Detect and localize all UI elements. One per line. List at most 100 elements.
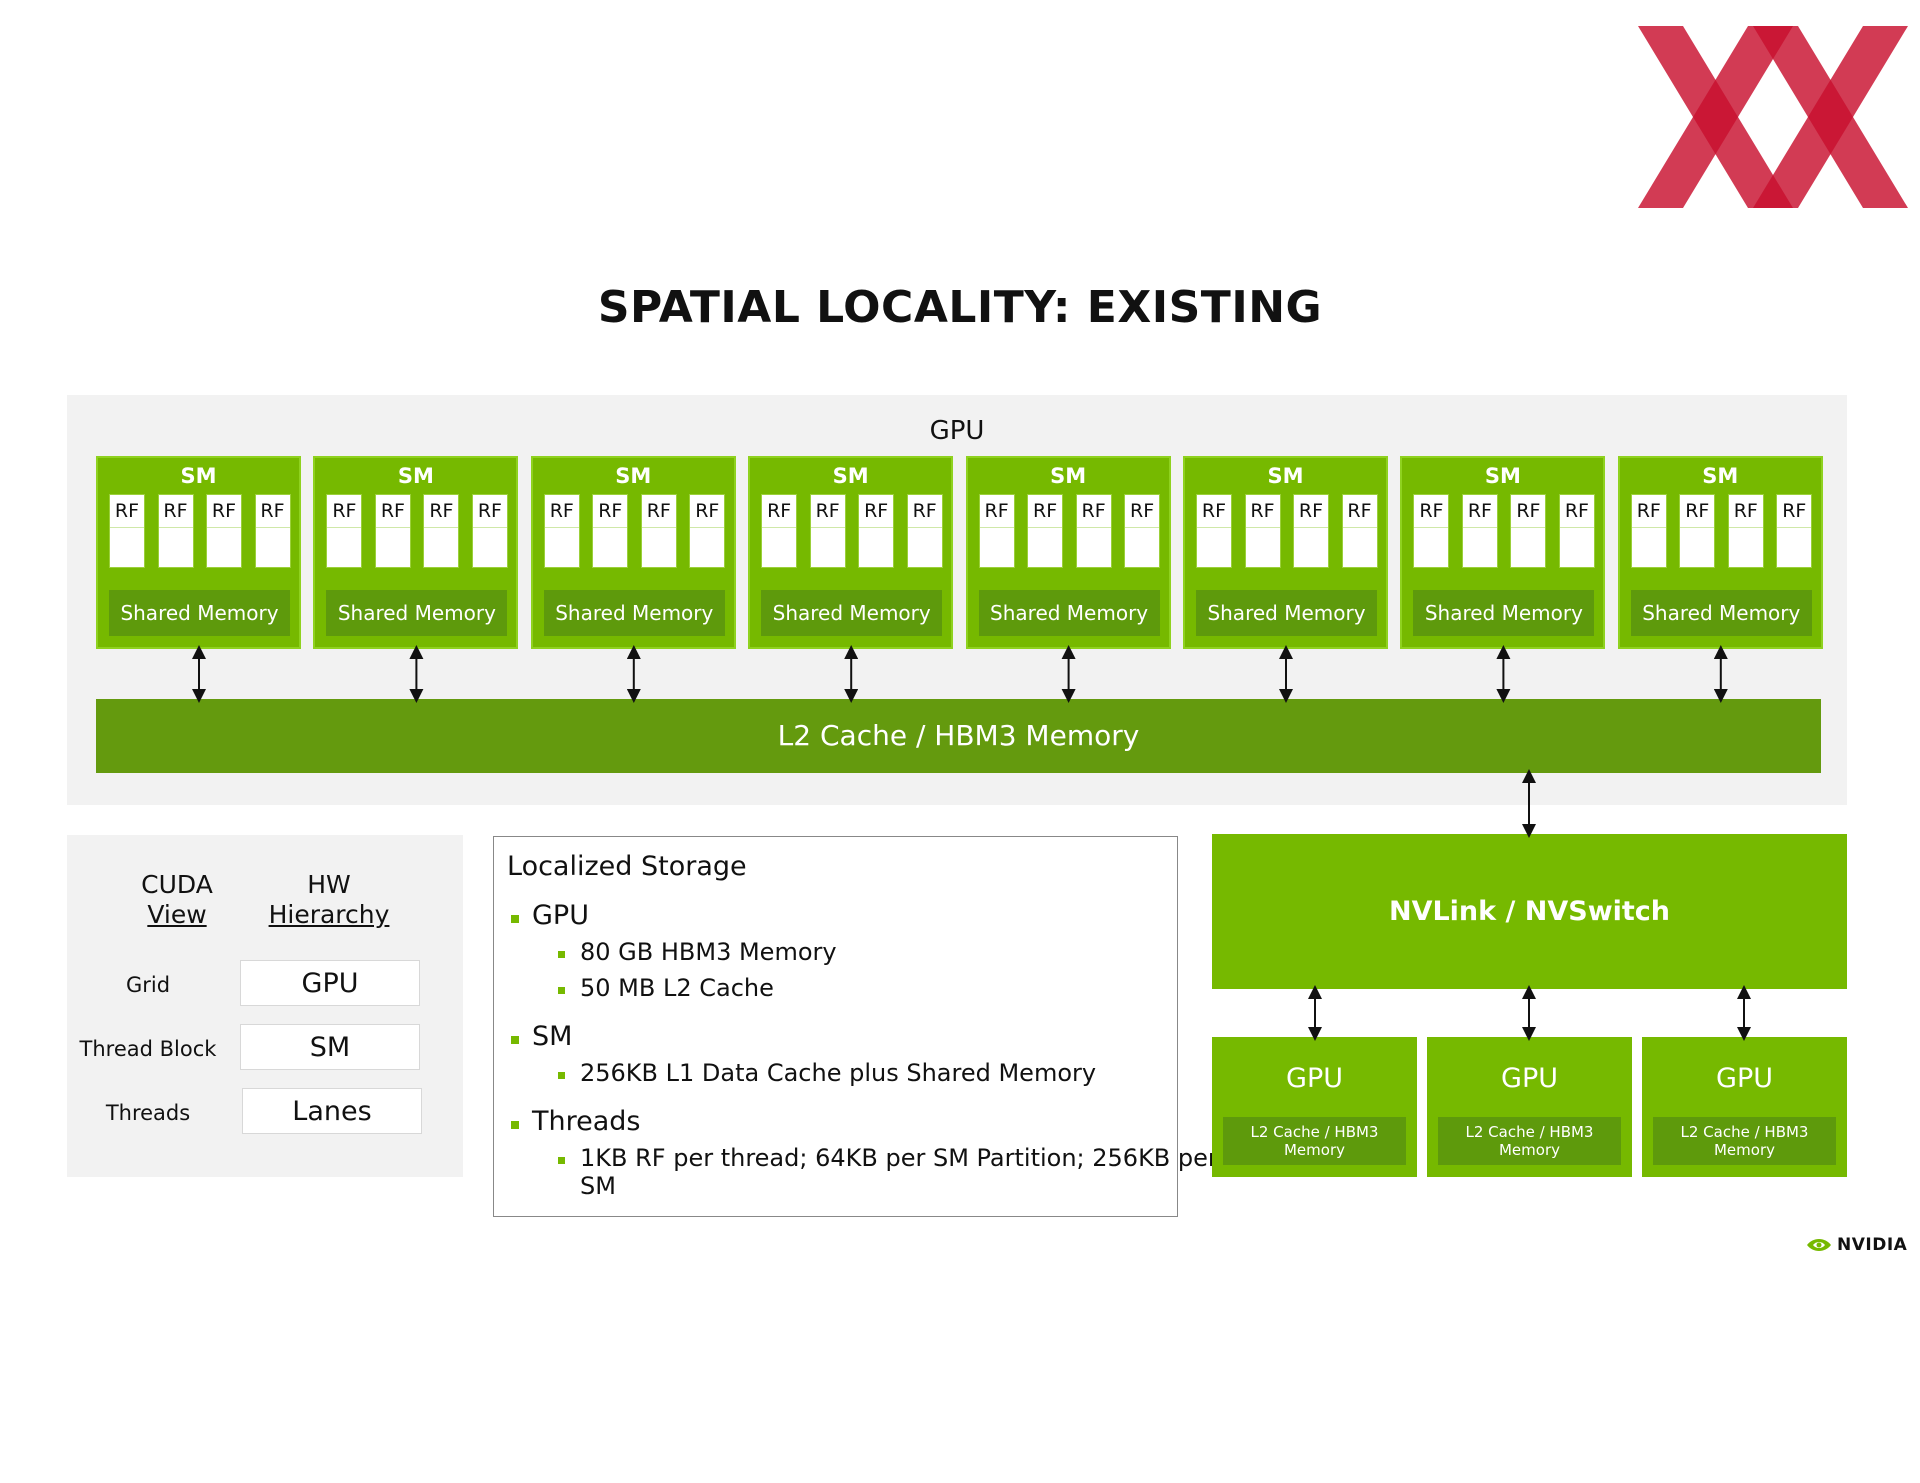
register-file: RF bbox=[1630, 494, 1667, 568]
storage-heading: Localized Storage bbox=[507, 851, 747, 882]
rf-label: RF bbox=[1125, 495, 1160, 528]
cuda-header-line1: CUDA bbox=[141, 870, 213, 899]
storage-subitem: 1KB RF per thread; 64KB per SM Partition… bbox=[580, 1144, 1218, 1172]
shared-memory: Shared Memory bbox=[1630, 590, 1812, 636]
bullet-icon bbox=[558, 987, 565, 994]
sm-title: SM bbox=[1267, 464, 1304, 488]
register-file: RF bbox=[1776, 494, 1813, 568]
cuda-view-header: CUDA View bbox=[107, 870, 247, 930]
storage-item-threads: Threads bbox=[532, 1106, 641, 1137]
register-file: RF bbox=[640, 494, 677, 568]
register-file: RF bbox=[157, 494, 194, 568]
watermark-logo bbox=[1638, 26, 1908, 208]
rf-label: RF bbox=[1245, 495, 1280, 528]
register-file: RF bbox=[206, 494, 242, 568]
legend-panel: CUDA View HW Hierarchy Grid GPU Thread B… bbox=[67, 835, 463, 1177]
nvidia-wordmark: NVIDIA bbox=[1837, 1235, 1908, 1255]
hw-hierarchy-header: HW Hierarchy bbox=[259, 870, 399, 930]
storage-subitem: 256KB L1 Data Cache plus Shared Memory bbox=[580, 1059, 1097, 1087]
register-file: RF bbox=[689, 494, 726, 568]
register-file: RF bbox=[1510, 494, 1547, 568]
rf-label: RF bbox=[1028, 495, 1063, 528]
rf-label: RF bbox=[690, 495, 725, 528]
nvidia-logo: NVIDIA bbox=[1805, 1235, 1907, 1255]
sm-title: SM bbox=[832, 464, 869, 488]
register-file: RF bbox=[1461, 494, 1498, 568]
shared-memory: Shared Memory bbox=[543, 590, 725, 636]
external-l2-line1: L2 Cache / HBM3 bbox=[1680, 1123, 1809, 1141]
rf-label: RF bbox=[1728, 495, 1763, 528]
external-l2-line2: Memory bbox=[1713, 1141, 1775, 1159]
rf-label: RF bbox=[810, 495, 845, 528]
hw-header-line2: Hierarchy bbox=[268, 900, 390, 929]
register-file: RF bbox=[1027, 494, 1064, 568]
external-gpu-l2: L2 Cache / HBM3 Memory bbox=[1653, 1117, 1836, 1165]
storage-item-sm: SM bbox=[532, 1021, 573, 1052]
bullet-icon bbox=[558, 1157, 565, 1164]
register-file: RF bbox=[1341, 494, 1378, 568]
register-file: RF bbox=[374, 494, 411, 568]
rf-label: RF bbox=[1076, 495, 1111, 528]
sm-title: SM bbox=[1050, 464, 1087, 488]
rf-label: RF bbox=[1680, 495, 1715, 528]
register-file: RF bbox=[906, 494, 943, 568]
cuda-header-line2: View bbox=[147, 900, 207, 929]
external-gpu-l2: L2 Cache / HBM3 Memory bbox=[1438, 1117, 1621, 1165]
rf-label: RF bbox=[641, 495, 676, 528]
external-gpu: GPU L2 Cache / HBM3 Memory bbox=[1427, 1037, 1632, 1177]
register-file: RF bbox=[592, 494, 629, 568]
external-gpu-label: GPU bbox=[1716, 1063, 1773, 1094]
external-l2-line2: Memory bbox=[1283, 1141, 1345, 1159]
legend-row-grid-hw: GPU bbox=[240, 960, 420, 1006]
rf-label: RF bbox=[1414, 495, 1449, 528]
shared-memory: Shared Memory bbox=[978, 590, 1160, 636]
register-file: RF bbox=[109, 494, 145, 568]
sm-title: SM bbox=[1484, 464, 1521, 488]
bullet-icon bbox=[558, 1072, 565, 1079]
legend-row-grid-label: Grid bbox=[125, 973, 171, 997]
gpu-label: GPU bbox=[929, 416, 985, 446]
bullet-icon bbox=[511, 1036, 519, 1044]
external-gpu-label: GPU bbox=[1286, 1063, 1343, 1094]
sm-title: SM bbox=[615, 464, 652, 488]
storage-subitem: 50 MB L2 Cache bbox=[580, 974, 774, 1002]
rf-label: RF bbox=[207, 495, 241, 528]
rf-label: RF bbox=[1777, 495, 1812, 528]
register-file: RF bbox=[1727, 494, 1764, 568]
rf-label: RF bbox=[859, 495, 894, 528]
register-file: RF bbox=[1293, 494, 1329, 568]
register-file: RF bbox=[761, 494, 798, 568]
external-l2-line1: L2 Cache / HBM3 bbox=[1250, 1123, 1379, 1141]
external-gpu-l2: L2 Cache / HBM3 Memory bbox=[1223, 1117, 1406, 1165]
rf-label: RF bbox=[327, 495, 362, 528]
bullet-icon bbox=[511, 915, 519, 923]
sm-block: SM RF RF RF RF Shared Memory bbox=[748, 456, 954, 649]
register-file: RF bbox=[326, 494, 363, 568]
shared-memory: Shared Memory bbox=[761, 590, 943, 636]
register-file: RF bbox=[1244, 494, 1281, 568]
rf-label: RF bbox=[255, 495, 290, 528]
register-file: RF bbox=[543, 494, 580, 568]
register-file: RF bbox=[1124, 494, 1161, 568]
rf-label: RF bbox=[1197, 495, 1231, 528]
register-file: RF bbox=[858, 494, 895, 568]
rf-label: RF bbox=[375, 495, 410, 528]
legend-row-threadblock-label: Thread Block bbox=[79, 1037, 217, 1061]
nvlink-nvswitch-box: NVLink / NVSwitch bbox=[1212, 834, 1847, 989]
sm-block: SM RF RF RF RF Shared Memory bbox=[965, 456, 1171, 649]
rf-label: RF bbox=[979, 495, 1014, 528]
shared-memory: Shared Memory bbox=[1413, 590, 1595, 636]
legend-row-threads-label: Threads bbox=[105, 1101, 191, 1125]
shared-memory: Shared Memory bbox=[1196, 590, 1377, 636]
register-file: RF bbox=[1679, 494, 1716, 568]
external-gpu: GPU L2 Cache / HBM3 Memory bbox=[1212, 1037, 1417, 1177]
bullet-icon bbox=[558, 951, 565, 958]
storage-subitem: 80 GB HBM3 Memory bbox=[580, 938, 837, 966]
rf-label: RF bbox=[1511, 495, 1546, 528]
external-l2-line2: Memory bbox=[1498, 1141, 1560, 1159]
localized-storage-box: Localized Storage GPU 80 GB HBM3 Memory … bbox=[493, 836, 1218, 1217]
legend-row-threads-hw: Lanes bbox=[242, 1088, 422, 1134]
